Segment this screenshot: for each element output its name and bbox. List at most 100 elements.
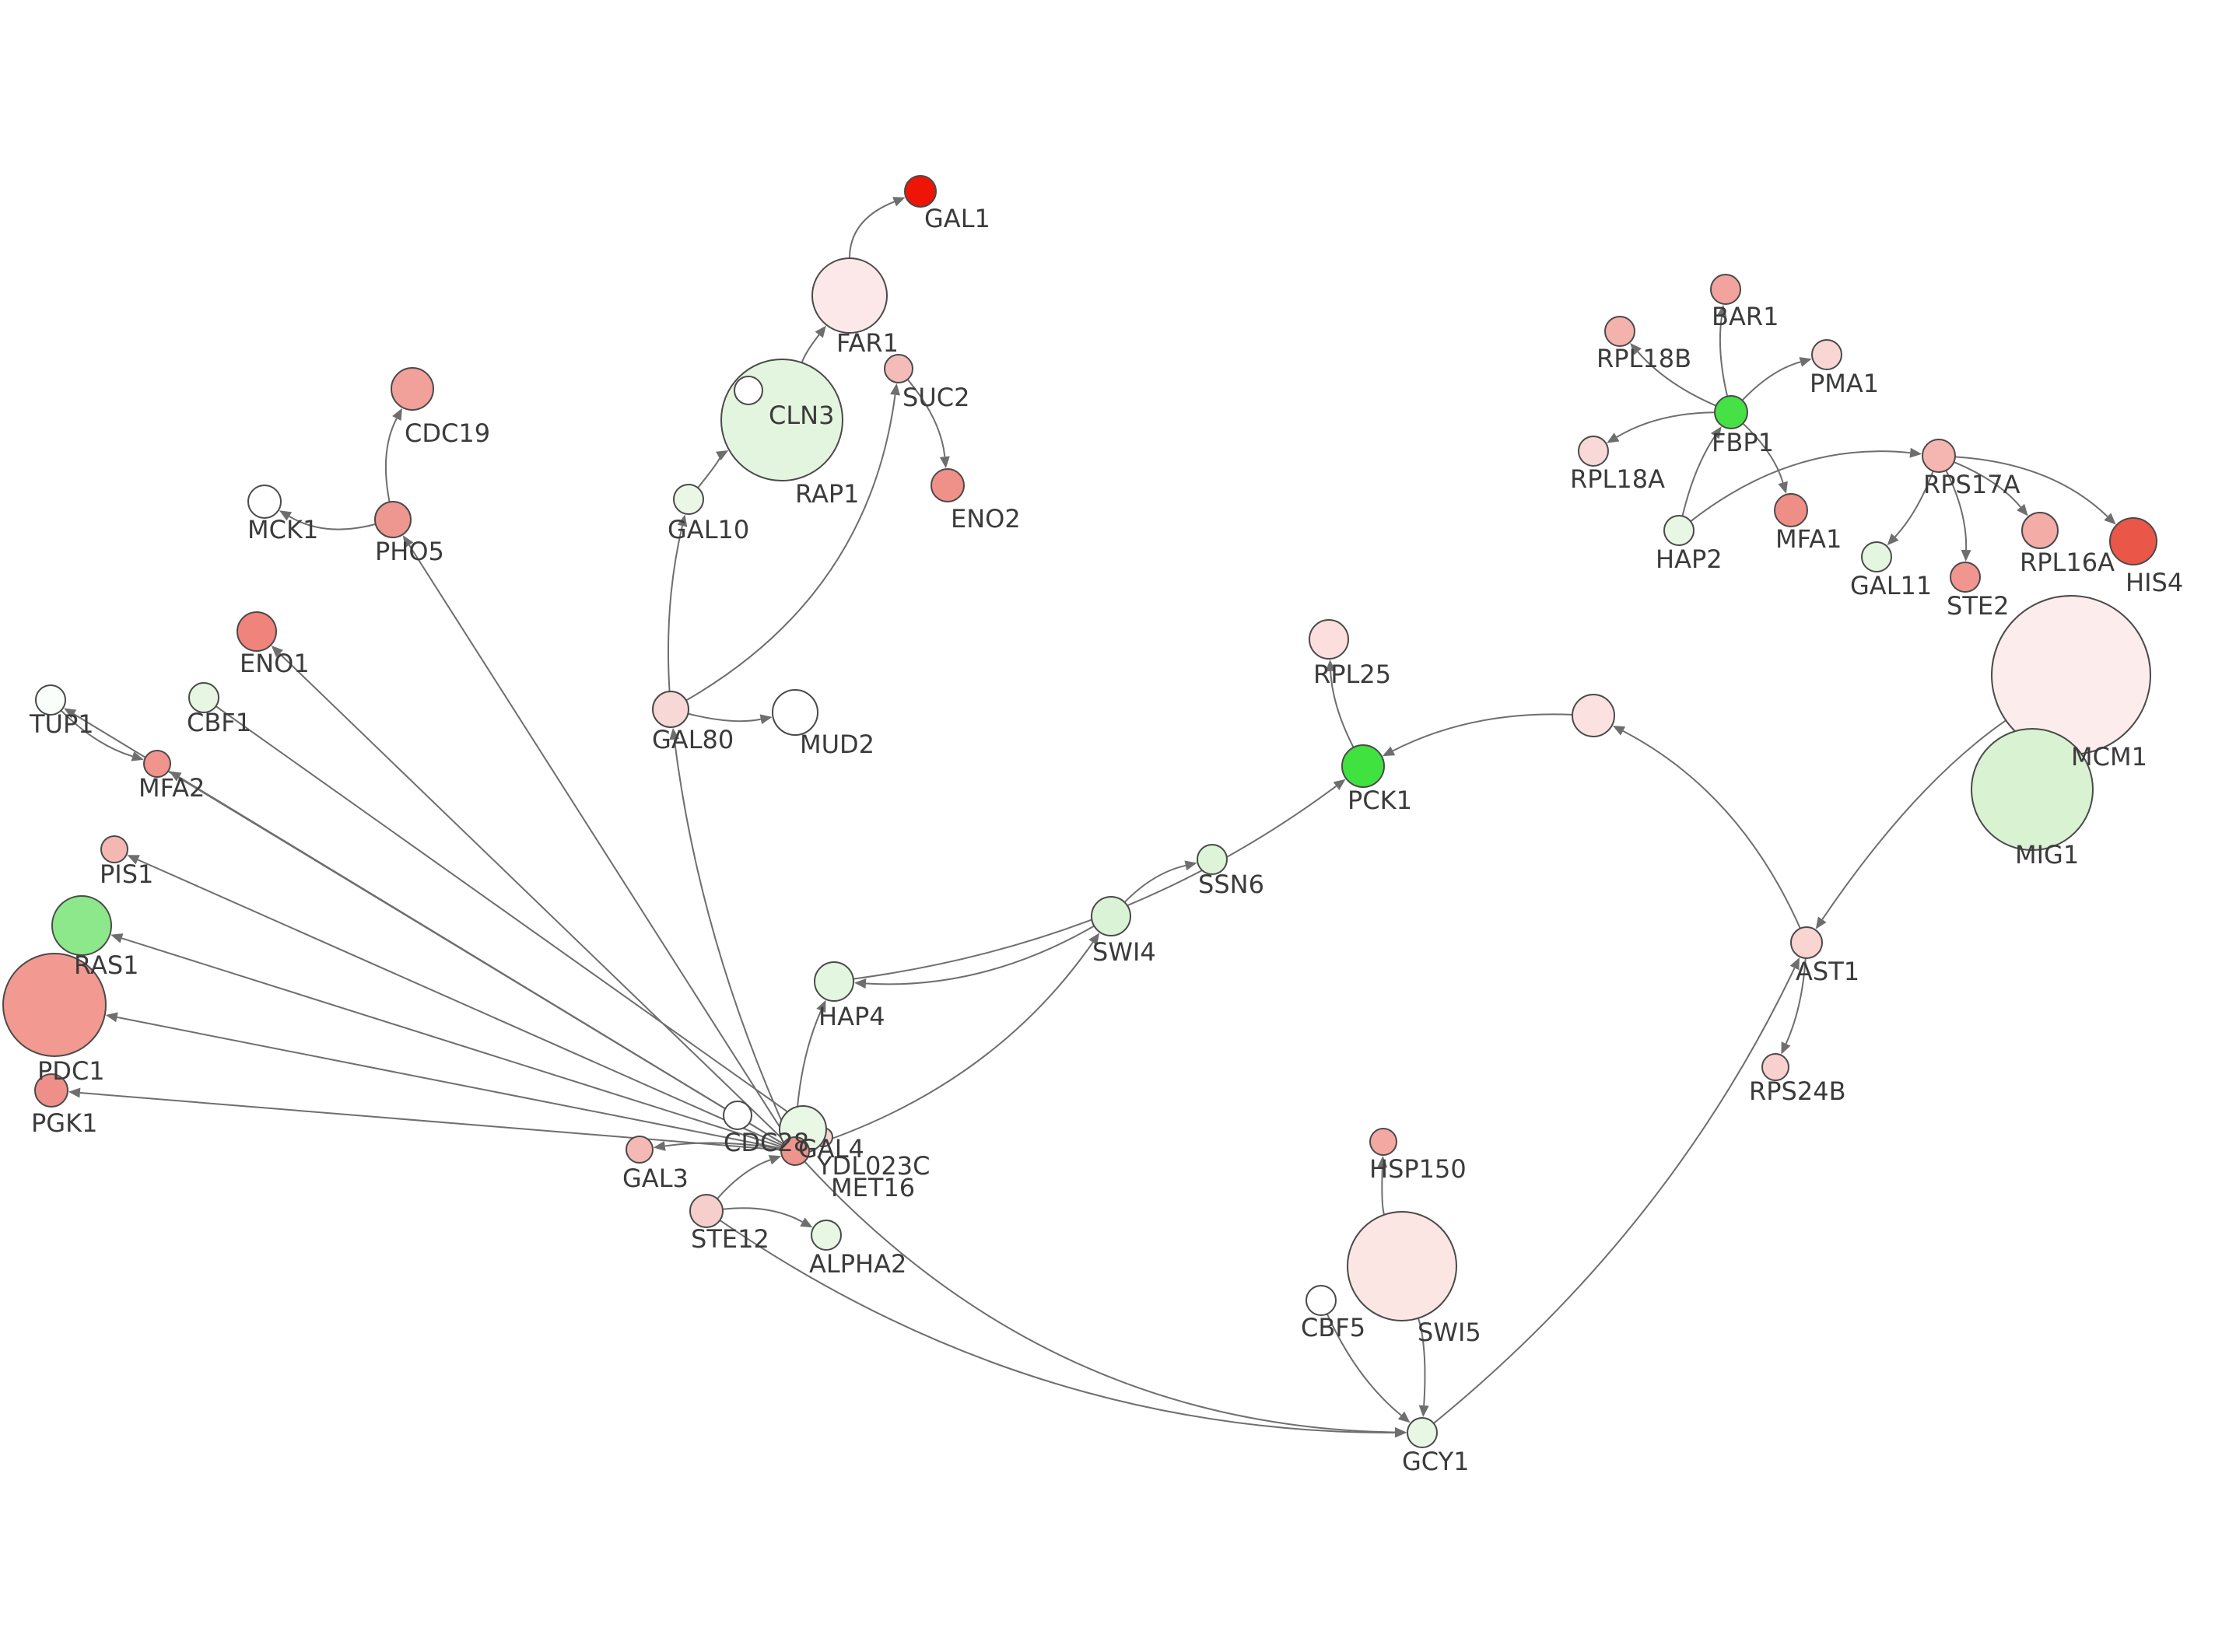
node-pgk1[interactable] — [34, 1073, 68, 1108]
node-cbf1[interactable] — [188, 682, 219, 713]
node-gal3[interactable] — [626, 1136, 654, 1164]
node-ste2[interactable] — [1950, 562, 1981, 593]
node-rps24b[interactable] — [1761, 1053, 1789, 1081]
node-label-eno2: ENO2 — [951, 504, 1021, 534]
edge-fbp1-bar1 — [1719, 316, 1729, 397]
node-pck1[interactable] — [1341, 744, 1385, 788]
node-label-gal4: GAL4 — [798, 1134, 864, 1164]
edge-ast1-nodex — [1622, 730, 1801, 929]
edges-layer — [60, 197, 2116, 1438]
node-eno1[interactable] — [237, 611, 277, 652]
edge-cbf1-met16 — [215, 705, 806, 1125]
arrowhead-icon — [169, 771, 182, 782]
node-swi5[interactable] — [1347, 1211, 1457, 1321]
node-gal11[interactable] — [1861, 541, 1892, 572]
arrowhead-icon — [271, 646, 284, 658]
node-label-ssn6: SSN6 — [1198, 870, 1264, 899]
arrowhead-icon — [279, 510, 293, 521]
node-swi4[interactable] — [1091, 896, 1131, 936]
node-label-ast1: AST1 — [1796, 957, 1859, 986]
node-far1[interactable] — [811, 257, 888, 334]
edge-rps17a-rpl16a — [1954, 461, 2021, 508]
edge-fbp1-pma1 — [1741, 361, 1801, 401]
edge-pho5-mck1 — [289, 516, 377, 530]
arrowhead-icon — [716, 450, 729, 461]
node-mfa1[interactable] — [1774, 493, 1808, 527]
arrowhead-icon — [1815, 916, 1827, 929]
node-cdc19[interactable] — [391, 367, 434, 411]
node-rpl25[interactable] — [1309, 619, 1349, 660]
node-rpl18b[interactable] — [1604, 316, 1635, 347]
node-pis1[interactable] — [100, 835, 128, 863]
node-ste12[interactable] — [689, 1194, 724, 1228]
node-label-mcm1: MCM1 — [2071, 742, 2147, 772]
edge-tup1-mfa2 — [60, 709, 133, 758]
edge-pho5-cdc19 — [384, 418, 398, 502]
arrowhead-icon — [1909, 447, 1922, 458]
edge-gal4-pis1 — [137, 859, 783, 1146]
node-hap2[interactable] — [1663, 515, 1695, 546]
node-mig1[interactable] — [1971, 728, 2094, 851]
node-label-ste12: STE12 — [691, 1224, 769, 1254]
edge-mcm1-ast1 — [1821, 719, 2006, 920]
edge-gal4-gcy1 — [804, 1160, 1396, 1433]
node-hsp150[interactable] — [1369, 1128, 1397, 1156]
node-label-rpl18a: RPL18A — [1570, 464, 1665, 494]
edge-gal4-pgk1 — [79, 1092, 782, 1151]
node-rps17a[interactable] — [1922, 439, 1956, 473]
node-gal4[interactable] — [780, 1136, 810, 1166]
arrowhead-icon — [127, 855, 140, 865]
node-gal1[interactable] — [904, 175, 937, 208]
edge-gal80-mud2 — [688, 712, 762, 723]
node-his4[interactable] — [2109, 517, 2157, 565]
arrowhead-icon — [1088, 933, 1100, 946]
node-pdc1[interactable] — [2, 953, 107, 1057]
node-cln3[interactable] — [734, 376, 763, 405]
node-mud2[interactable] — [772, 689, 818, 736]
node-nodex[interactable] — [1572, 694, 1615, 737]
node-label-rpl25: RPL25 — [1313, 660, 1391, 689]
node-rpl16a[interactable] — [2021, 512, 2059, 549]
edge-cbf5-gcy1 — [1326, 1313, 1402, 1416]
arrowhead-icon — [768, 1155, 782, 1165]
node-bar1[interactable] — [1710, 274, 1741, 305]
node-label-pgk1: PGK1 — [31, 1108, 97, 1138]
node-gal80[interactable] — [652, 691, 689, 728]
node-cbf5[interactable] — [1306, 1285, 1337, 1316]
node-pma1[interactable] — [1811, 339, 1842, 370]
node-eno2[interactable] — [931, 468, 965, 502]
node-mck1[interactable] — [247, 485, 282, 519]
node-pho5[interactable] — [374, 501, 412, 538]
arrowhead-icon — [64, 708, 77, 719]
arrowhead-icon — [1630, 343, 1642, 355]
edge-rps17a-ste2 — [1945, 470, 1968, 551]
edge-gal4-mfa2 — [178, 776, 784, 1145]
node-cdc28[interactable] — [723, 1101, 752, 1130]
node-fbp1[interactable] — [1714, 395, 1748, 429]
node-tup1[interactable] — [35, 684, 66, 716]
node-label-hap2: HAP2 — [1656, 544, 1723, 574]
arrowhead-icon — [392, 408, 402, 422]
edge-hap2-fbp1 — [1681, 436, 1716, 516]
node-ssn6[interactable] — [1197, 844, 1228, 875]
node-label-mfa2: MFA2 — [138, 773, 205, 803]
node-ras1[interactable] — [51, 895, 112, 956]
edge-gal4-swi4 — [808, 942, 1094, 1148]
node-mfa2[interactable] — [143, 750, 171, 778]
node-gcy1[interactable] — [1407, 1417, 1438, 1448]
node-label-swi4: SWI4 — [1092, 937, 1156, 967]
node-rpl18a[interactable] — [1578, 436, 1609, 467]
edge-ste12-gcy1 — [719, 1220, 1396, 1434]
node-gal10[interactable] — [673, 484, 704, 515]
node-ast1[interactable] — [1790, 926, 1823, 959]
node-alpha2[interactable] — [811, 1220, 842, 1251]
arrowhead-icon — [759, 714, 773, 725]
node-hap4[interactable] — [814, 961, 854, 1002]
arrowhead-icon — [1325, 659, 1336, 672]
node-suc2[interactable] — [884, 354, 913, 383]
arrowhead-icon — [853, 978, 867, 989]
edge-rap1-far1 — [801, 334, 820, 363]
node-label-gal3: GAL3 — [622, 1164, 689, 1193]
